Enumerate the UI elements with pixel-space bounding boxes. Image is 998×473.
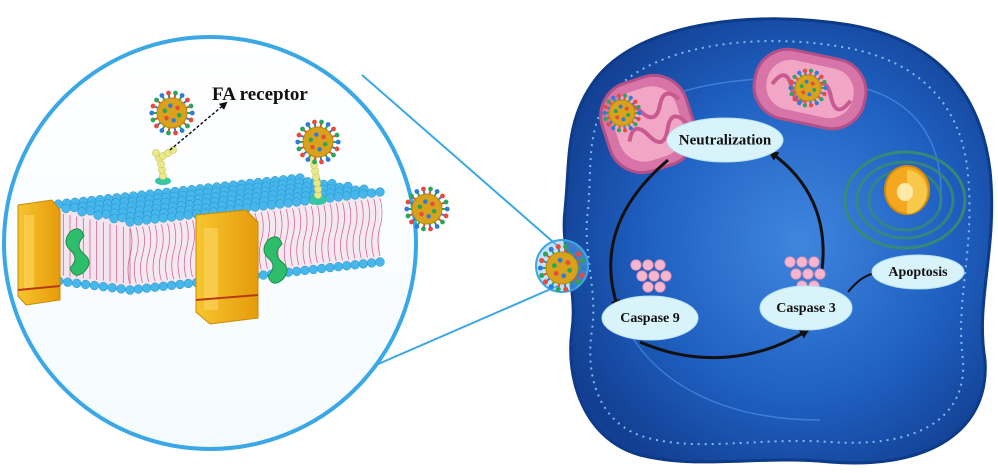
caspase9-bubble <box>601 295 699 341</box>
arrow-caspase3-to-neutralization <box>768 150 825 271</box>
apoptosis-label: Apoptosis <box>888 265 948 280</box>
nanoparticle-in-mitochondrion-right <box>788 68 828 108</box>
transmembrane-protein-green-right <box>263 236 288 284</box>
fa-receptor-pointer <box>169 101 228 151</box>
caspase3-bubble <box>759 285 853 331</box>
nanoparticle-entering-cell <box>537 244 587 292</box>
apoptosis-bubble <box>871 254 965 290</box>
fa-receptor-label: FA receptor <box>212 84 308 105</box>
arrow-neutralization-to-caspase9 <box>609 158 669 310</box>
neutralization-label: Neutralization <box>679 132 772 148</box>
channel-protein-left <box>17 199 61 306</box>
nanoparticle-lens-top <box>149 90 195 136</box>
nanoparticle-lens-edge <box>404 186 450 232</box>
nucleus-golgi <box>843 150 967 250</box>
channel-protein-center <box>195 209 259 325</box>
caspase9-dots <box>630 259 672 293</box>
fa-receptor-left <box>152 146 177 185</box>
caspase9-label: Caspase 9 <box>620 311 680 326</box>
caspase3-dots <box>784 256 826 292</box>
neutralization-bubble <box>666 117 784 163</box>
arrow-caspase9-to-caspase3 <box>639 328 810 360</box>
nanoparticle-bound-to-receptor <box>295 119 341 165</box>
pathway-arrows <box>609 150 882 360</box>
fa-receptor-right <box>309 155 327 205</box>
transmembrane-protein-green-left <box>65 228 90 276</box>
nanoparticle-in-mitochondrion-left <box>602 93 642 133</box>
caspase3-label: Caspase 3 <box>776 301 836 316</box>
